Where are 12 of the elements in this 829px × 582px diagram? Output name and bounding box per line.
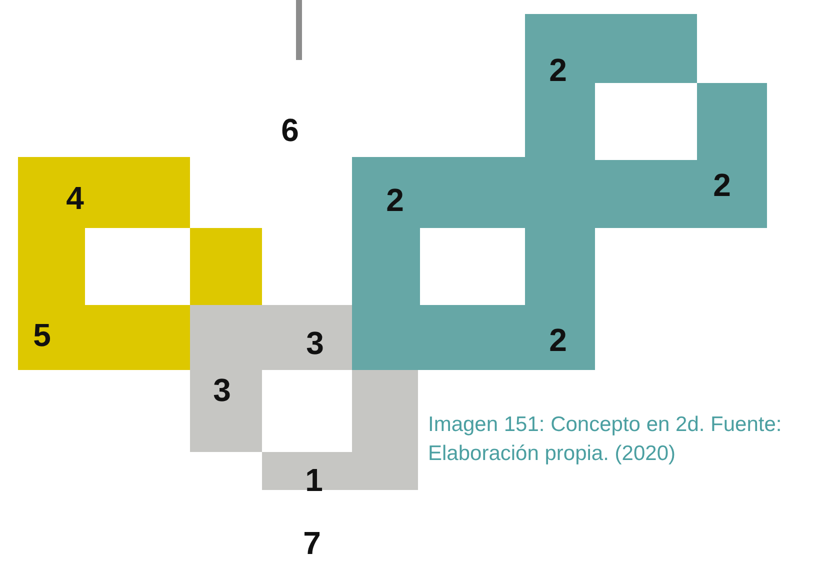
callout-number: 7 bbox=[303, 527, 321, 559]
callout-number: 6 bbox=[281, 114, 299, 146]
figure-caption: Imagen 151: Concepto en 2d. Fuente: Elaboración propia. (2020) bbox=[428, 412, 783, 467]
callout-number: 3 bbox=[213, 374, 231, 406]
callout-number: 3 bbox=[306, 327, 324, 359]
callout-number: 5 bbox=[33, 319, 51, 351]
callout-number: 2 bbox=[386, 184, 404, 216]
callout-number: 4 bbox=[66, 182, 84, 214]
callout-number: 2 bbox=[549, 324, 567, 356]
callout-number: 2 bbox=[713, 169, 731, 201]
callout-number: 2 bbox=[549, 54, 567, 86]
callout-number: 1 bbox=[305, 464, 323, 496]
